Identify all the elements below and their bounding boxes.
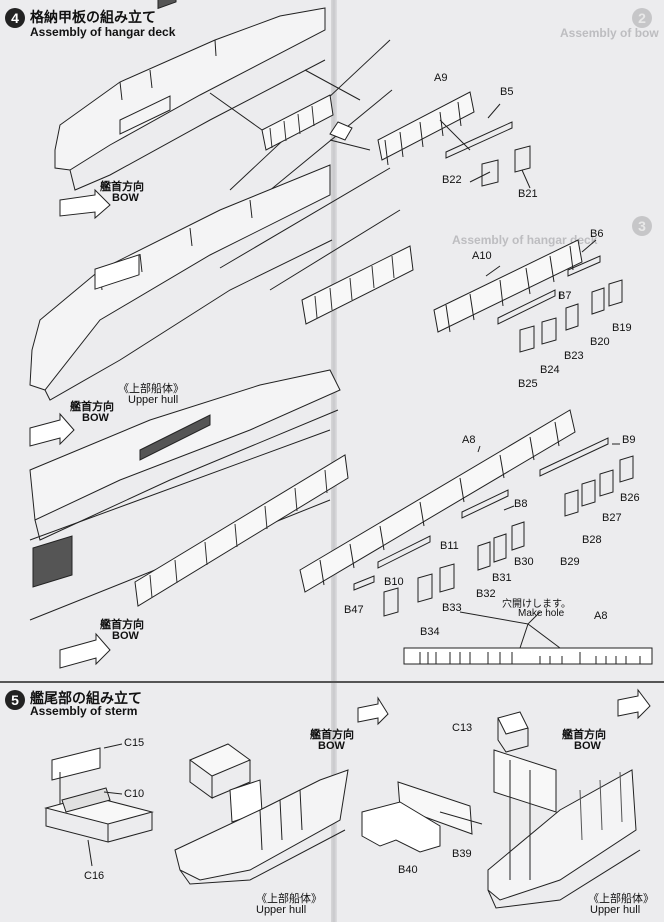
bow-label-jp: 艦首方向: [70, 401, 114, 413]
part-label: C16: [84, 870, 105, 882]
part-label: B9: [622, 434, 636, 446]
step-title-jp: 格納甲板の組み立て: [30, 10, 156, 26]
part-label: A8: [462, 434, 476, 446]
make-hole-jp: 穴開けします。: [502, 599, 571, 610]
part-label: B40: [398, 864, 418, 876]
bow-label-en: BOW: [112, 192, 139, 204]
part-label: B34: [420, 626, 440, 638]
upper-hull-label-en: Upper hull: [256, 904, 307, 916]
upper-hull-label-jp: 《上部船体》: [256, 893, 322, 905]
part-label: A8: [594, 610, 608, 622]
ghost-step-number: 3: [632, 216, 652, 236]
part-label: B8: [514, 498, 528, 510]
bow-label-jp: 艦首方向: [100, 619, 144, 631]
part-label: B11: [440, 540, 459, 552]
step-title-en: Assembly of sterm: [30, 704, 138, 718]
section-divider: [0, 681, 664, 683]
bow-label-jp: 艦首方向: [100, 181, 144, 193]
ghost-title: Assembly of hangar deck: [452, 233, 598, 247]
part-label: B19: [612, 322, 632, 334]
part-label: A10: [472, 250, 492, 262]
part-label: B25: [518, 378, 538, 390]
part-label: B31: [492, 572, 512, 584]
upper-hull-label-en: Upper hull: [590, 904, 641, 916]
part-label: B21: [518, 188, 538, 200]
step-title-en: Assembly of hangar deck: [30, 25, 176, 39]
ghost-title: Assembly of bow: [560, 26, 659, 40]
part-label: B39: [452, 848, 472, 860]
part-label: B32: [476, 588, 496, 600]
part-label: B30: [514, 556, 534, 568]
bow-label-jp: 艦首方向: [310, 729, 354, 741]
part-label: B28: [582, 534, 602, 546]
upper-hull-label-jp: 《上部船体》: [118, 383, 184, 395]
part-label: C13: [452, 722, 473, 734]
bow-label-en: BOW: [82, 412, 109, 424]
step-number: 5: [5, 690, 25, 710]
part-label: A9: [434, 72, 448, 84]
part-label: B5: [500, 86, 514, 98]
part-label: B29: [560, 556, 580, 568]
part-label: B22: [442, 174, 462, 186]
part-label: B47: [344, 604, 364, 616]
bow-label-en: BOW: [318, 740, 345, 752]
page-fold: [331, 0, 337, 922]
bow-label-en: BOW: [112, 630, 139, 642]
part-label: B7: [558, 290, 572, 302]
part-label: B10: [384, 576, 404, 588]
bow-label-en: BOW: [574, 740, 601, 752]
make-hole-en: Make hole: [518, 608, 565, 619]
ghost-step-number: 2: [632, 8, 652, 28]
part-label: B33: [442, 602, 462, 614]
part-label: B24: [540, 364, 560, 376]
step-title-jp: 艦尾部の組み立て: [30, 691, 142, 707]
upper-hull-label-jp: 《上部船体》: [588, 893, 654, 905]
bow-label-jp: 艦首方向: [562, 729, 606, 741]
upper-hull-label-en: Upper hull: [128, 394, 179, 406]
part-label: B27: [602, 512, 622, 524]
part-label: C15: [124, 737, 145, 749]
step-number: 4: [5, 8, 25, 28]
part-label: B20: [590, 336, 610, 348]
part-label: B23: [564, 350, 584, 362]
part-label: B6: [590, 228, 604, 240]
part-label: C10: [124, 788, 145, 800]
part-label: B26: [620, 492, 640, 504]
